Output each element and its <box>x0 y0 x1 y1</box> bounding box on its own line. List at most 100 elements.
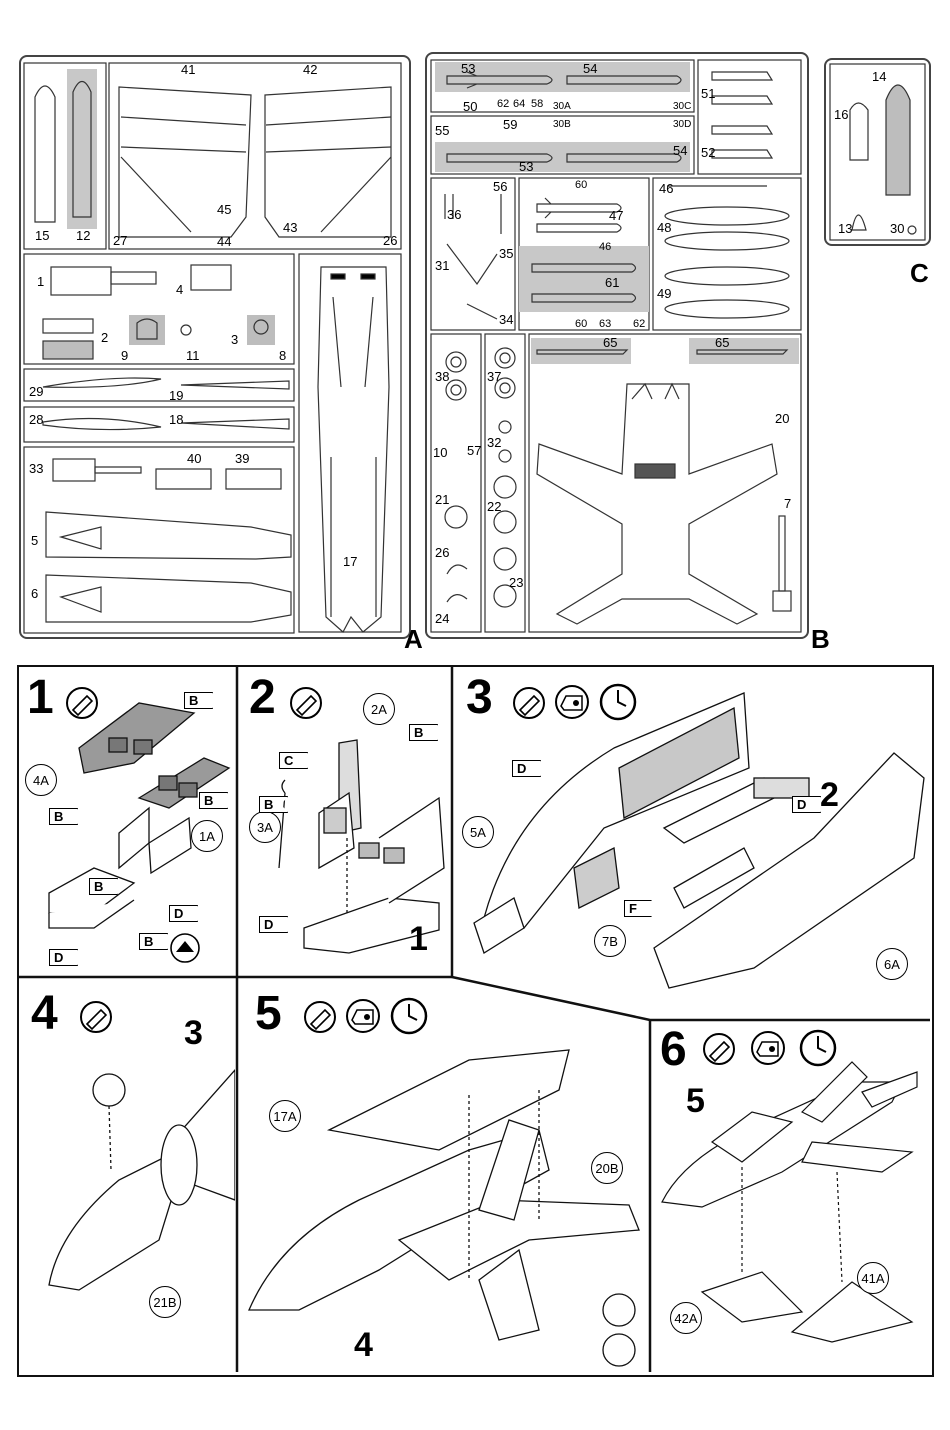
ref-step-5: 5 <box>686 1082 705 1120</box>
decal-icon <box>170 933 200 963</box>
part-label: 39 <box>235 451 250 466</box>
sprue-c-drawing <box>829 63 926 241</box>
part-label: 54 <box>673 143 688 158</box>
part-label: 60 <box>575 318 588 330</box>
tree-letter-b: B <box>811 624 830 654</box>
clock-icon <box>599 683 637 721</box>
color-tag-d: D <box>169 905 199 922</box>
part-label: 48 <box>657 220 672 235</box>
part-label: 46 <box>659 181 674 196</box>
step-number: 3 <box>466 671 493 724</box>
part-label: 19 <box>169 388 184 403</box>
part-label: 35 <box>499 246 514 261</box>
step-number: 4 <box>31 987 58 1040</box>
part-label: 14 <box>872 69 887 84</box>
part-label: 4 <box>176 282 184 297</box>
glue-icon <box>703 1033 735 1065</box>
part-label: 3 <box>231 332 239 347</box>
glue-icon <box>290 687 322 719</box>
part-label: 20 <box>775 411 790 426</box>
part-label: 30D <box>673 119 692 130</box>
paint-icon <box>751 1031 785 1065</box>
part-label: 55 <box>435 123 450 138</box>
part-label: 12 <box>76 228 91 243</box>
step-number: 2 <box>249 671 276 724</box>
part-label: 30A <box>553 101 571 112</box>
part-label: 42 <box>303 62 318 77</box>
color-tag-b: B <box>139 933 169 950</box>
part-label: 22 <box>487 499 502 514</box>
callout-21b: 21B <box>149 1286 181 1318</box>
color-tag-d: D <box>259 916 289 933</box>
part-label: 30B <box>553 119 571 130</box>
sprue-a-drawing <box>23 62 402 634</box>
part-label: 10 <box>433 445 448 460</box>
part-label: 47 <box>609 208 624 223</box>
part-label: 50 <box>463 99 478 114</box>
glue-icon <box>66 687 98 719</box>
part-label: 33 <box>29 461 44 476</box>
clock-icon <box>390 997 428 1035</box>
part-label: 62 <box>633 318 646 330</box>
part-label: 65 <box>603 335 618 350</box>
callout-6a: 6A <box>876 948 908 980</box>
part-label: 36 <box>447 207 462 222</box>
part-label: 7 <box>784 496 792 511</box>
callout-3a: 3A <box>249 811 281 843</box>
ref-step-2: 2 <box>820 776 839 814</box>
part-label: 45 <box>217 202 232 217</box>
part-label: 51 <box>701 86 716 101</box>
part-label: 28 <box>29 412 44 427</box>
part-label: 6 <box>31 586 39 601</box>
part-label: 60 <box>575 179 588 191</box>
part-label: 53 <box>519 159 534 174</box>
part-label: 53 <box>461 61 476 76</box>
part-label: 58 <box>531 98 544 110</box>
part-label: 63 <box>599 318 612 330</box>
ref-step-3: 3 <box>184 1014 203 1052</box>
part-label: 23 <box>509 575 524 590</box>
part-label: 1 <box>37 274 45 289</box>
step-number: 5 <box>255 987 282 1040</box>
callout-20b: 20B <box>591 1152 623 1184</box>
callout-2a: 2A <box>363 693 395 725</box>
part-label: 15 <box>35 228 50 243</box>
sprue-tree-b: 53 54 50 62 64 58 30A 30C 51 55 59 30B 3… <box>425 52 809 639</box>
part-label: 46 <box>599 241 612 253</box>
glue-icon <box>80 1001 112 1033</box>
part-label: 5 <box>31 533 39 548</box>
ref-step-4: 4 <box>354 1326 373 1364</box>
step-4: 4 21B 3 <box>19 980 235 1370</box>
part-label: 24 <box>435 611 450 626</box>
part-label: 8 <box>279 348 287 363</box>
part-label: 34 <box>499 312 514 327</box>
ref-step-1: 1 <box>409 920 428 958</box>
part-label: 13 <box>838 221 853 236</box>
instruction-grid <box>17 665 934 1377</box>
part-label: 40 <box>187 451 202 466</box>
part-label: 17 <box>343 554 358 569</box>
glue-icon <box>304 1001 336 1033</box>
part-label: 65 <box>715 335 730 350</box>
part-label: 44 <box>217 234 232 249</box>
step-number: 6 <box>660 1023 687 1076</box>
paint-icon <box>346 999 380 1033</box>
part-label: 2 <box>101 330 109 345</box>
part-label: 52 <box>701 145 716 160</box>
sprue-tree-c: 14 16 13 30 <box>824 58 931 246</box>
part-label: 59 <box>503 117 518 132</box>
part-label: 29 <box>29 384 44 399</box>
part-label: 38 <box>435 369 450 384</box>
step-1: 1 4A 1A B B B B B D D <box>19 668 235 974</box>
part-label: 21 <box>435 492 450 507</box>
glue-icon <box>513 687 545 719</box>
callout-7b: 7B <box>594 925 626 957</box>
callout-4a: 4A <box>25 764 57 796</box>
part-label: 16 <box>834 107 849 122</box>
part-label: 11 <box>186 348 200 363</box>
part-label: 41 <box>181 62 196 77</box>
color-tag-b: B <box>259 796 289 813</box>
callout-17a: 17A <box>269 1100 301 1132</box>
part-label: 37 <box>487 369 502 384</box>
callout-42a: 42A <box>670 1302 702 1334</box>
